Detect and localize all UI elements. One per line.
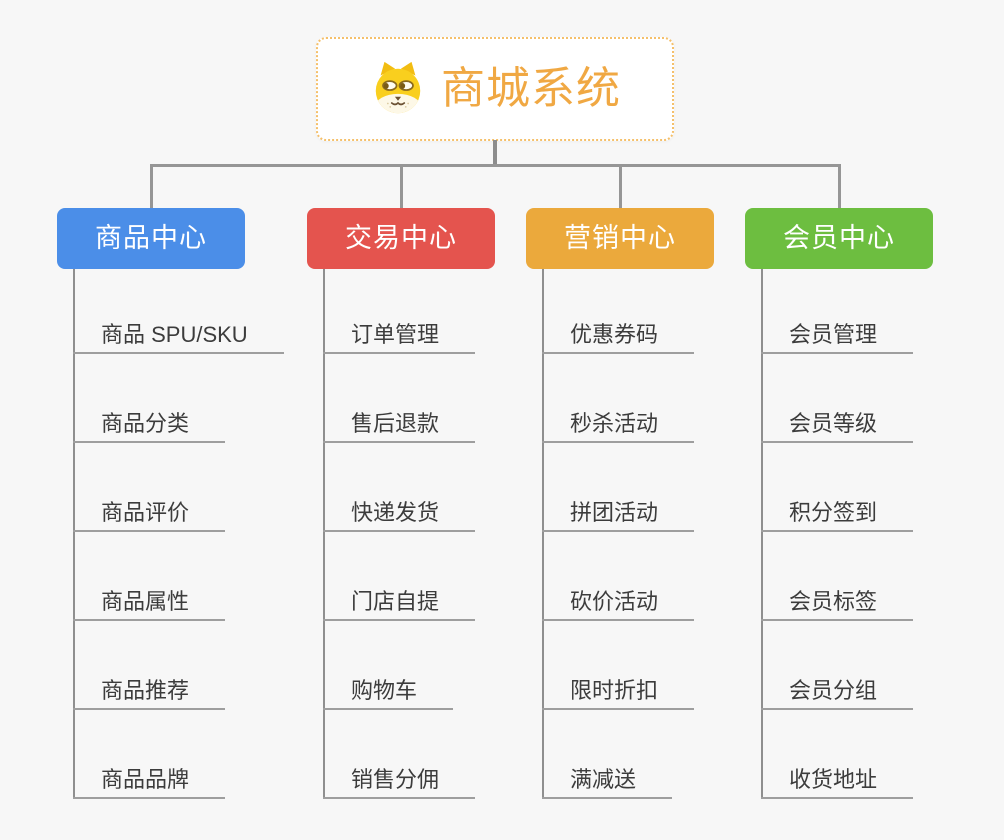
root-node[interactable]: 商城系统: [316, 37, 674, 141]
child-node[interactable]: 砍价活动: [542, 583, 695, 621]
child-label: 订单管理: [351, 321, 440, 347]
root-title: 商城系统: [441, 64, 621, 113]
branch-header[interactable]: 交易中心: [307, 208, 495, 269]
child-label: 售后退款: [351, 410, 440, 436]
child-node[interactable]: 快递发货: [323, 494, 476, 532]
child-node[interactable]: 商品评价: [73, 494, 226, 532]
branch-label: 营销中心: [564, 223, 676, 253]
branch-drop-line: [837, 164, 841, 209]
branch-label: 会员中心: [783, 223, 895, 253]
child-node[interactable]: 拼团活动: [542, 494, 695, 532]
child-node[interactable]: 订单管理: [323, 316, 476, 354]
branch-label: 商品中心: [95, 223, 207, 253]
child-node[interactable]: 会员等级: [761, 405, 914, 443]
child-label: 砍价活动: [570, 588, 659, 614]
dog-face-icon: [369, 60, 427, 118]
child-label: 商品推荐: [101, 677, 190, 703]
child-label: 收货地址: [789, 766, 878, 792]
child-label: 商品 SPU/SKU: [101, 321, 248, 347]
branch-header[interactable]: 商品中心: [57, 208, 245, 269]
child-label: 秒杀活动: [570, 410, 659, 436]
child-node[interactable]: 商品品牌: [73, 761, 226, 799]
child-label: 销售分佣: [351, 766, 440, 792]
child-label: 满减送: [570, 766, 637, 792]
child-label: 商品品牌: [101, 766, 190, 792]
child-label: 限时折扣: [570, 677, 659, 703]
child-label: 积分签到: [789, 499, 878, 525]
child-node[interactable]: 限时折扣: [542, 672, 695, 710]
child-label: 门店自提: [351, 588, 440, 614]
child-node[interactable]: 商品推荐: [73, 672, 226, 710]
child-label: 会员管理: [789, 321, 878, 347]
child-node[interactable]: 销售分佣: [323, 761, 476, 799]
child-label: 购物车: [351, 677, 418, 703]
branch-column-3: 营销中心 优惠券码 秒杀活动 拼团活动 砍价活动 限时折扣 满减送: [526, 208, 714, 808]
child-label: 快递发货: [351, 499, 440, 525]
child-node[interactable]: 购物车: [323, 672, 454, 710]
child-label: 商品评价: [101, 499, 190, 525]
branch-column-4: 会员中心 会员管理 会员等级 积分签到 会员标签 会员分组 收货地址: [745, 208, 933, 808]
child-node[interactable]: 商品属性: [73, 583, 226, 621]
branch-trunk-line: [542, 269, 544, 799]
branch-horizontal-line: [150, 164, 840, 167]
branch-header[interactable]: 营销中心: [526, 208, 714, 269]
child-node[interactable]: 优惠券码: [542, 316, 695, 354]
child-node[interactable]: 商品 SPU/SKU: [73, 316, 284, 354]
child-label: 优惠券码: [570, 321, 659, 347]
branch-label: 交易中心: [345, 223, 457, 253]
child-label: 商品分类: [101, 410, 190, 436]
child-node[interactable]: 秒杀活动: [542, 405, 695, 443]
branch-drop-line: [399, 164, 403, 209]
branch-trunk-line: [761, 269, 763, 799]
child-label: 会员标签: [789, 588, 878, 614]
branch-drop-line: [149, 164, 153, 209]
branch-trunk-line: [323, 269, 325, 799]
branch-column-1: 商品中心 商品 SPU/SKU 商品分类 商品评价 商品属性 商品推荐 商品品牌: [57, 208, 284, 808]
child-node[interactable]: 收货地址: [761, 761, 914, 799]
branch-header[interactable]: 会员中心: [745, 208, 933, 269]
child-node[interactable]: 满减送: [542, 761, 673, 799]
child-label: 商品属性: [101, 588, 190, 614]
child-node[interactable]: 售后退款: [323, 405, 476, 443]
child-label: 拼团活动: [570, 499, 659, 525]
child-node[interactable]: 门店自提: [323, 583, 476, 621]
root-stem-line: [493, 140, 497, 166]
branch-column-2: 交易中心 订单管理 售后退款 快递发货 门店自提 购物车 销售分佣: [307, 208, 495, 808]
child-node[interactable]: 商品分类: [73, 405, 226, 443]
branch-trunk-line: [73, 269, 75, 799]
child-node[interactable]: 会员标签: [761, 583, 914, 621]
child-label: 会员等级: [789, 410, 878, 436]
branch-drop-line: [618, 164, 622, 209]
child-node[interactable]: 会员分组: [761, 672, 914, 710]
child-label: 会员分组: [789, 677, 878, 703]
child-node[interactable]: 会员管理: [761, 316, 914, 354]
child-node[interactable]: 积分签到: [761, 494, 914, 532]
